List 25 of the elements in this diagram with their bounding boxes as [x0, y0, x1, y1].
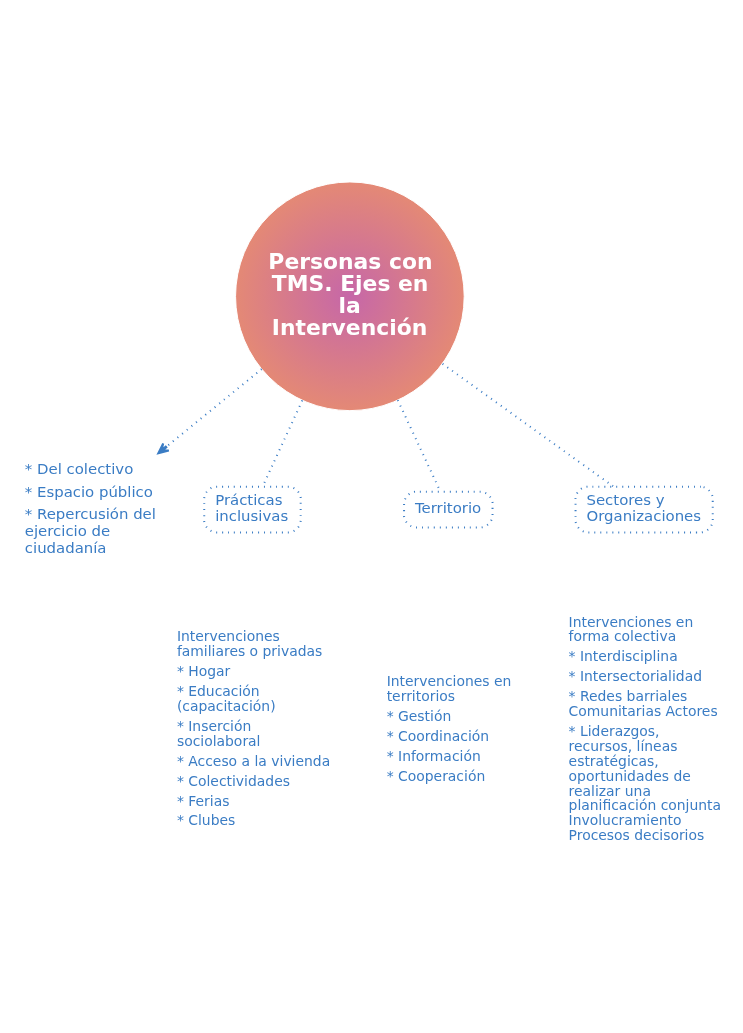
node-label: * Ferias [176, 792, 230, 809]
node-label: * Colectividades [176, 772, 290, 789]
node-label: * Inserción sociolaboral [176, 717, 261, 749]
node-label: * Acceso a la vivienda [176, 752, 331, 769]
node-text: * Del colectivo * Espacio público * Repercusión del ejercicio de ciudadanía [24, 459, 156, 558]
node-label: Intervenciones familiares o privadas [176, 628, 323, 660]
node-label: * Cooperación [386, 767, 486, 784]
node-label: * Hogar [176, 663, 231, 680]
node-box: Prácticas inclusivas [203, 485, 302, 534]
node-label: * Coordinación [386, 727, 490, 744]
node-label: * Redes barriales Comunitarias Actores [568, 688, 718, 720]
node-label: * Información [386, 747, 481, 764]
node-box: Sectores y Organizaciones [574, 485, 714, 534]
node-label: * Liderazgos, recursos, líneas estratégicas, oportunidades de realizar una planificación conjunta Involucramiento Procesos decisorios [568, 722, 722, 844]
node-label: * Clubes [176, 812, 236, 829]
node-label: * Interdisciplina [568, 648, 678, 665]
node-label: * Educación (capacitación) [176, 683, 276, 715]
node-circle: Personas con TMS. Ejes en la Intervención [235, 181, 465, 412]
connector [441, 362, 615, 488]
node-label: Intervenciones en territorios [386, 673, 512, 705]
node-label: * Gestión [386, 707, 452, 724]
arrow [157, 368, 263, 455]
node-label: * Intersectorialidad [568, 668, 703, 685]
node-box: Territorio [403, 490, 494, 529]
node-label: Intervenciones en forma colectiva [568, 613, 694, 645]
